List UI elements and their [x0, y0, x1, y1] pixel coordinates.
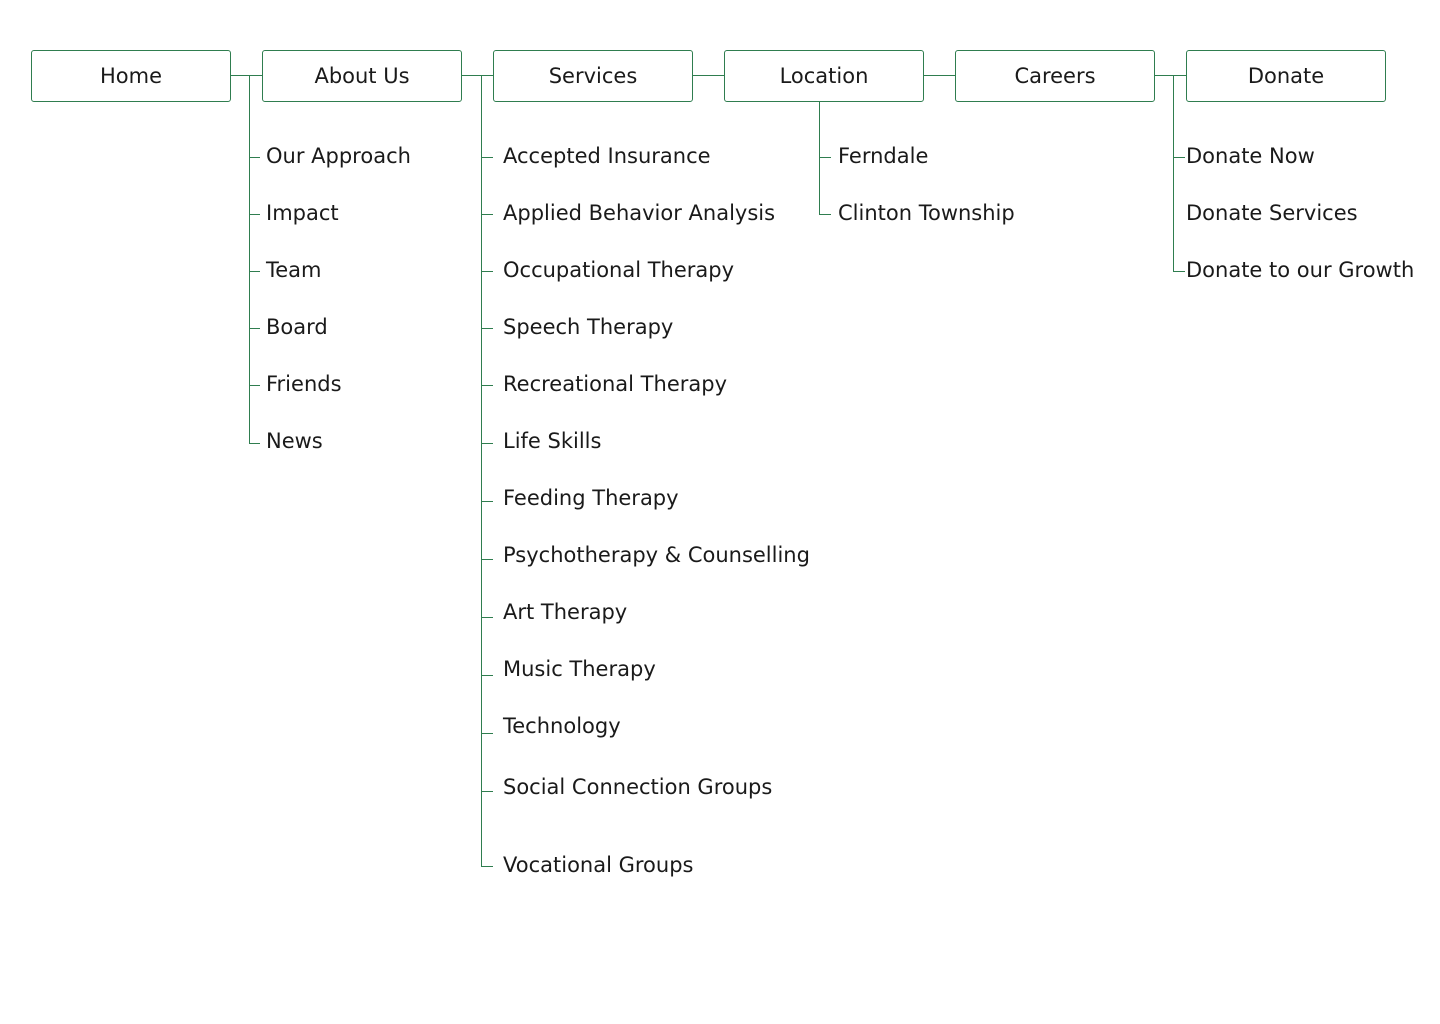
- services-item-vocational-groups[interactable]: Vocational Groups: [503, 853, 694, 877]
- donate-item-donate-now[interactable]: Donate Now: [1186, 144, 1315, 168]
- services-item-technology[interactable]: Technology: [503, 714, 621, 738]
- location-branch: [819, 214, 831, 215]
- connector-home-about: [231, 75, 262, 76]
- donate-item-donate-services[interactable]: Donate Services: [1186, 201, 1358, 225]
- donate-branch: [1173, 271, 1185, 272]
- about-us-branch: [249, 328, 260, 329]
- location-branch: [819, 157, 831, 158]
- services-branch: [481, 501, 493, 502]
- about-us-branch: [249, 385, 260, 386]
- services-item-social-connection-groups[interactable]: Social Connection Groups: [503, 775, 773, 799]
- services-item-recreational-therapy[interactable]: Recreational Therapy: [503, 372, 727, 396]
- services-item-psychotherapy-counselling[interactable]: Psychotherapy & Counselling: [503, 543, 810, 567]
- services-item-accepted-insurance[interactable]: Accepted Insurance: [503, 144, 711, 168]
- connector-location-careers: [924, 75, 955, 76]
- services-branch: [481, 385, 493, 386]
- services-item-speech-therapy[interactable]: Speech Therapy: [503, 315, 674, 339]
- services-branch: [481, 328, 493, 329]
- connector-services-location: [693, 75, 724, 76]
- services-item-art-therapy[interactable]: Art Therapy: [503, 600, 628, 624]
- node-donate[interactable]: Donate: [1186, 50, 1386, 102]
- donate-branch: [1173, 157, 1185, 158]
- connector-about-services: [462, 75, 493, 76]
- services-branch: [481, 559, 493, 560]
- services-branch: [481, 791, 493, 792]
- services-branch: [481, 271, 493, 272]
- services-item-feeding-therapy[interactable]: Feeding Therapy: [503, 486, 679, 510]
- services-branch: [481, 675, 493, 676]
- node-services[interactable]: Services: [493, 50, 693, 102]
- about-us-item-news[interactable]: News: [266, 429, 323, 453]
- node-home[interactable]: Home: [31, 50, 231, 102]
- donate-trunk: [1173, 75, 1174, 271]
- about-us-trunk: [249, 75, 250, 444]
- services-branch: [481, 443, 493, 444]
- services-branch: [481, 733, 493, 734]
- about-us-item-our-approach[interactable]: Our Approach: [266, 144, 411, 168]
- about-us-item-friends[interactable]: Friends: [266, 372, 342, 396]
- about-us-item-impact[interactable]: Impact: [266, 201, 339, 225]
- node-location[interactable]: Location: [724, 50, 924, 102]
- services-trunk: [481, 75, 482, 867]
- services-branch: [481, 157, 493, 158]
- services-item-occupational-therapy[interactable]: Occupational Therapy: [503, 258, 735, 282]
- services-item-applied-behavior-analysis[interactable]: Applied Behavior Analysis: [503, 201, 776, 225]
- services-branch: [481, 214, 493, 215]
- location-trunk: [819, 102, 820, 215]
- services-branch: [481, 617, 493, 618]
- location-item-clinton-township[interactable]: Clinton Township: [838, 201, 1015, 225]
- about-us-branch: [249, 271, 260, 272]
- services-item-music-therapy[interactable]: Music Therapy: [503, 657, 656, 681]
- connector-careers-donate: [1155, 75, 1186, 76]
- about-us-item-board[interactable]: Board: [266, 315, 328, 339]
- node-careers[interactable]: Careers: [955, 50, 1155, 102]
- about-us-branch: [249, 443, 260, 444]
- location-item-ferndale[interactable]: Ferndale: [838, 144, 929, 168]
- about-us-branch: [249, 157, 260, 158]
- about-us-item-team[interactable]: Team: [266, 258, 322, 282]
- about-us-branch: [249, 214, 260, 215]
- services-item-life-skills[interactable]: Life Skills: [503, 429, 602, 453]
- donate-item-donate-to-our-growth[interactable]: Donate to our Growth: [1186, 258, 1415, 282]
- node-about-us[interactable]: About Us: [262, 50, 462, 102]
- services-branch: [481, 866, 493, 867]
